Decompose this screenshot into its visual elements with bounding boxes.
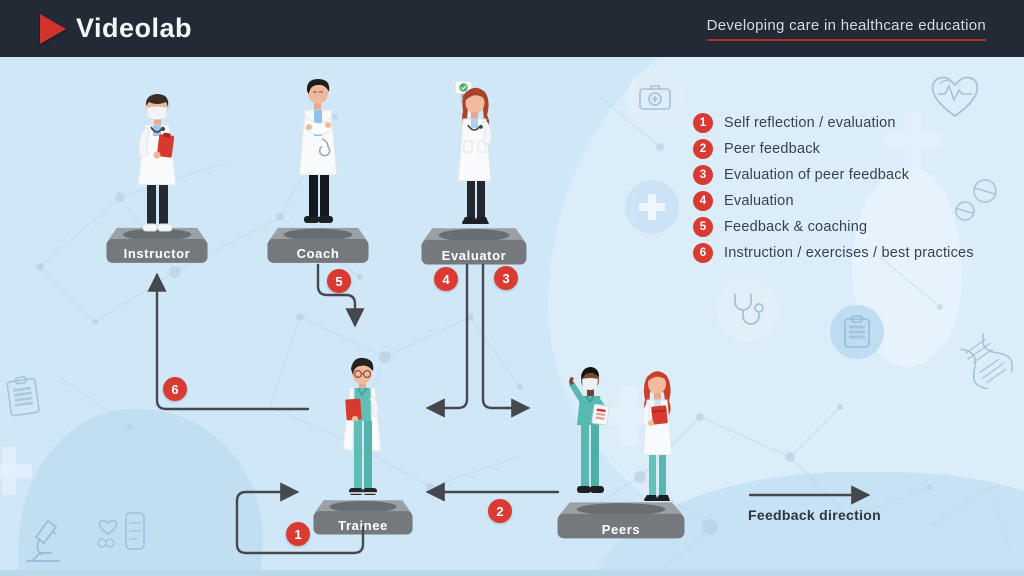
coach-figure: [272, 75, 364, 233]
heart-phone-icon: [96, 509, 148, 553]
legend-label: Peer feedback: [724, 140, 821, 157]
peers-figures: [556, 363, 696, 509]
clipboard-icon: [830, 305, 884, 359]
stethoscope-icon: [716, 279, 778, 341]
flow-badge-5: 5: [327, 269, 351, 293]
legend: 1 Self reflection / evaluation 2 Peer fe…: [693, 112, 974, 269]
platform-peers: Peers: [556, 499, 686, 541]
flow-badge-1: 1: [286, 522, 310, 546]
platform-evaluator: Evaluator: [420, 225, 528, 267]
document-icon: [6, 375, 42, 417]
legend-item: 6 Instruction / exercises / best practic…: [693, 242, 974, 263]
legend-item: 1 Self reflection / evaluation: [693, 112, 974, 133]
platform-label: Evaluator: [441, 248, 507, 263]
platform-label: Instructor: [123, 246, 191, 261]
trainee-figure: [317, 355, 407, 505]
peer-female: [642, 371, 673, 501]
bottom-strip: [0, 570, 1024, 576]
play-icon: [40, 13, 66, 44]
legend-label: Instruction / exercises / best practices: [724, 244, 974, 261]
brand-logo: Videolab: [40, 13, 192, 44]
plus-shape: [885, 132, 941, 148]
legend-badge: 4: [693, 190, 713, 211]
instructor-figure: [112, 89, 202, 237]
feedback-direction-label: Feedback direction: [748, 507, 881, 523]
legend-item: 5 Feedback & coaching: [693, 216, 974, 237]
flow-badge-4: 4: [434, 267, 458, 291]
first-aid-kit-icon: [627, 69, 683, 125]
dna-icon: [951, 326, 1020, 396]
platform-label: Trainee: [338, 518, 388, 533]
legend-label: Self reflection / evaluation: [724, 114, 896, 131]
platform-coach: Coach: [266, 225, 370, 265]
legend-badge: 2: [693, 138, 713, 159]
pills-icon: [945, 175, 1001, 227]
legend-item: 4 Evaluation: [693, 190, 974, 211]
feedback-direction: Feedback direction: [748, 503, 881, 523]
legend-badge: 3: [693, 164, 713, 185]
legend-badge: 5: [693, 216, 713, 237]
brand-name: Videolab: [76, 13, 193, 43]
evaluator-figure: [427, 79, 521, 233]
heart-pulse-icon: [928, 72, 982, 120]
platform-label: Coach: [296, 246, 340, 261]
legend-label: Feedback & coaching: [724, 218, 868, 235]
legend-badge: 1: [693, 112, 713, 133]
flow-badge-3: 3: [494, 266, 518, 290]
flow-badge-6: 6: [163, 377, 187, 401]
flow-badge-2: 2: [488, 499, 512, 523]
platform-label: Peers: [601, 522, 641, 537]
header-bar: Videolab Developing care in healthcare e…: [0, 0, 1024, 57]
legend-badge: 6: [693, 242, 713, 263]
peer-male: [569, 367, 610, 493]
platform-trainee: Trainee: [312, 497, 414, 537]
legend-item: 2 Peer feedback: [693, 138, 974, 159]
legend-item: 3 Evaluation of peer feedback: [693, 164, 974, 185]
plus-circle-icon: [625, 180, 679, 234]
microscope-icon: [18, 517, 70, 567]
header-tagline: Developing care in healthcare education: [706, 17, 986, 41]
legend-label: Evaluation of peer feedback: [724, 166, 910, 183]
flow-arrows: [147, 263, 871, 555]
plus-shape: [0, 464, 32, 478]
platform-instructor: Instructor: [105, 225, 209, 265]
legend-label: Evaluation: [724, 192, 794, 209]
